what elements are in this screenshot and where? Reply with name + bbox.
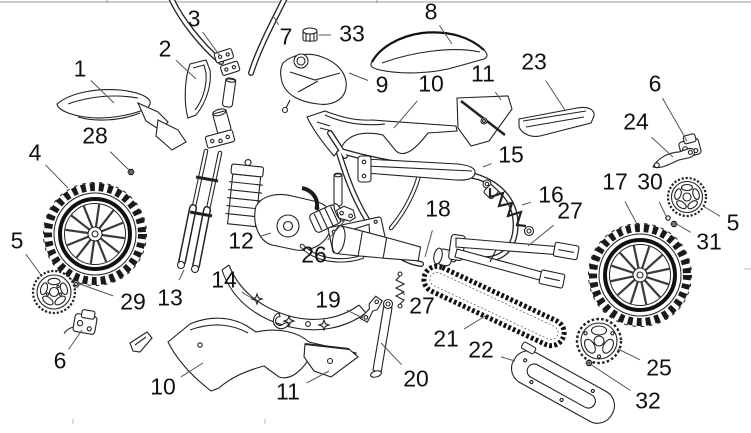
chain-guard	[510, 341, 616, 424]
leader-rear-rack	[482, 163, 492, 168]
fuel-cap	[302, 27, 318, 42]
leader-rear-wheel	[624, 201, 638, 225]
leader-muffler-tip	[424, 230, 433, 258]
leader-engine	[260, 232, 272, 237]
air-filter	[309, 203, 345, 233]
front-fork	[176, 108, 236, 274]
leader-rear-brake-disc	[702, 205, 721, 217]
leader-fender-nut	[109, 151, 130, 171]
leader-handlebar-clamps	[202, 31, 221, 57]
rear-sprocket	[575, 317, 623, 365]
front-fender	[56, 89, 187, 151]
leader-brake-arm	[651, 136, 674, 158]
clamp-ring	[272, 312, 290, 330]
leader-seat	[438, 25, 453, 45]
leader-front-wheel	[45, 164, 69, 189]
kickstand	[370, 298, 394, 378]
kickstand-bracket	[359, 295, 384, 323]
leader-front-brake-disc	[25, 253, 42, 276]
leader-handlebar	[273, 16, 280, 26]
fuel-tank	[280, 53, 347, 114]
leader-front-brake-caliper	[68, 329, 83, 350]
leader-chain-guard	[500, 356, 516, 362]
leader-front-fender	[90, 80, 115, 104]
right-fairing	[306, 110, 458, 157]
leader-sprocket-bolt	[589, 363, 631, 391]
front-brake-caliper	[63, 309, 98, 335]
brake-arm	[652, 147, 695, 169]
swingarm	[448, 233, 580, 289]
front-wheel	[43, 182, 147, 286]
front-spokes	[65, 204, 125, 264]
shock-absorber	[482, 179, 535, 237]
muffler	[299, 225, 457, 267]
disc-nut	[670, 220, 678, 228]
leader-right-side-panel	[494, 91, 502, 101]
leader-chain	[463, 314, 488, 330]
leader-left-fairing	[180, 362, 204, 378]
left-fairing	[167, 317, 357, 392]
leader-footpeg-bar	[241, 291, 254, 300]
rear-wheel	[588, 223, 692, 327]
leader-fuel-tank	[348, 72, 369, 81]
kickstand-spring	[394, 271, 406, 309]
triple-clamp	[204, 129, 236, 149]
leader-axle-nut	[76, 282, 114, 297]
leader-front-fork	[178, 269, 185, 281]
sheet-rules	[0, 0, 751, 424]
leader-right-fairing	[393, 100, 418, 129]
right-side-panel	[456, 95, 513, 147]
handlebar-clamps	[213, 48, 241, 76]
rear-panel	[518, 106, 595, 137]
rear-brake-disc	[666, 176, 708, 218]
leader-kickstand-spring	[400, 291, 406, 296]
handlebar-riser	[221, 77, 237, 108]
rear-spokes	[610, 245, 670, 305]
leader-number-plate	[175, 59, 197, 80]
seat	[370, 31, 488, 74]
body-shard	[129, 331, 153, 353]
front-brake-disc	[31, 269, 77, 315]
leader-shock-absorber	[521, 201, 532, 206]
steering-stem	[212, 108, 232, 134]
chain	[421, 263, 567, 349]
leader-disc-nut	[674, 222, 692, 233]
leader-swingarm	[527, 224, 555, 247]
leader-kickstand	[380, 342, 402, 366]
leader-left-side-panel	[306, 370, 330, 384]
rear-rack	[357, 155, 476, 183]
leader-disc-bolt	[658, 201, 668, 219]
leader-rear-sprocket	[617, 348, 641, 361]
leader-rear-panel	[545, 80, 566, 111]
leader-exhaust-bracket	[327, 218, 347, 241]
engine	[225, 158, 345, 251]
fender-nut	[127, 168, 135, 176]
leader-kickstand-bracket	[346, 309, 364, 319]
left-side-panel	[303, 343, 359, 378]
leader-rear-brake-caliper	[661, 97, 688, 142]
